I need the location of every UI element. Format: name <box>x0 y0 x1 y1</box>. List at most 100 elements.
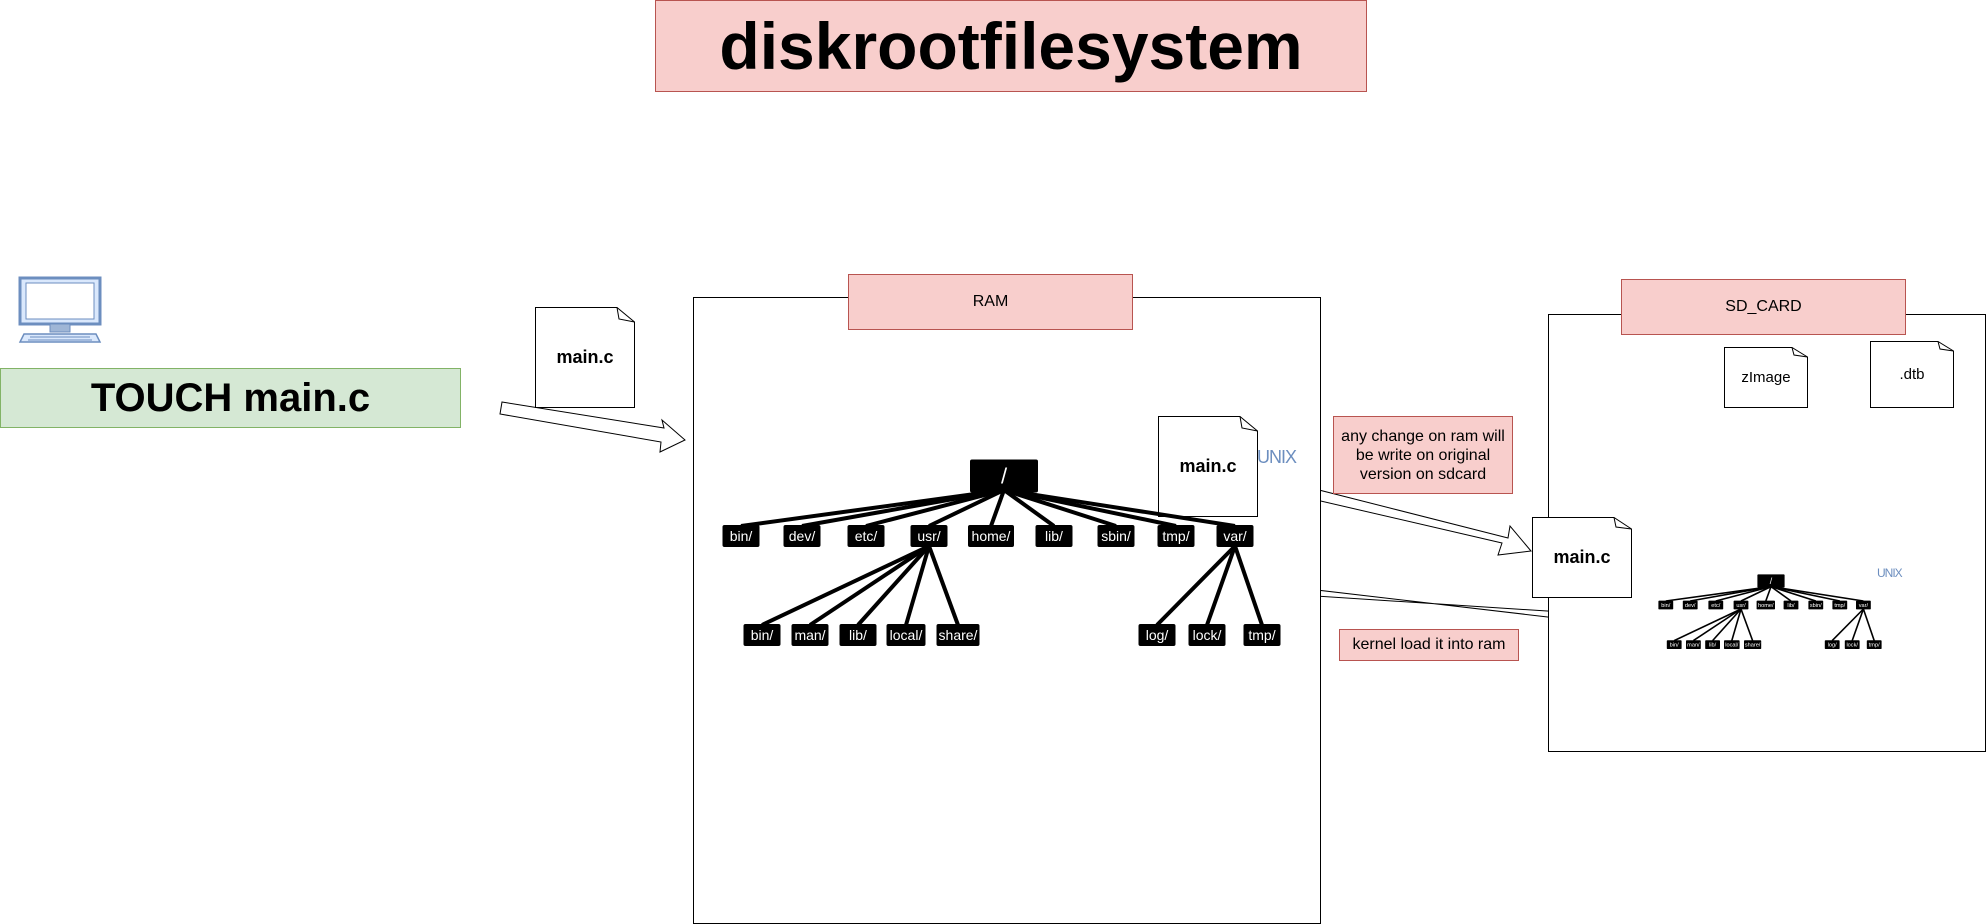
tree-edge <box>808 544 931 627</box>
svg-text:sbin/: sbin/ <box>1810 603 1822 609</box>
document-icon <box>1724 347 1808 408</box>
svg-text:bin/: bin/ <box>1661 603 1670 609</box>
tree-node-usr-share: share/ <box>1744 640 1762 649</box>
tree-node-var-tmp: tmp/ <box>1866 640 1882 649</box>
tree-node-tmp: tmp/ <box>1157 525 1195 547</box>
svg-text:bin/: bin/ <box>1670 643 1679 649</box>
svg-text:home/: home/ <box>972 528 1011 544</box>
tree-node-usr: usr/ <box>910 525 948 547</box>
zimage-document[interactable]: zImage <box>1724 347 1808 408</box>
tree-node-etc: etc/ <box>1708 600 1724 610</box>
tree-edge <box>761 544 930 627</box>
tree-edge <box>904 545 931 626</box>
svg-text:log/: log/ <box>1146 627 1169 643</box>
tree-node-sbin: sbin/ <box>1808 600 1824 610</box>
tree-node-var: var/ <box>1856 600 1871 610</box>
document-icon <box>1532 517 1632 598</box>
tree-node-var-log: log/ <box>1824 640 1840 649</box>
tree-node-var: var/ <box>1216 525 1254 547</box>
tree-node-home: home/ <box>1756 600 1775 610</box>
sdcard-file-document[interactable]: main.c <box>1532 517 1632 598</box>
note-kernel-load: kernel load it into ram <box>1339 629 1519 661</box>
tree-edge <box>928 488 1005 528</box>
tree-node-dev: dev/ <box>1682 600 1698 610</box>
tree-node-bin: bin/ <box>1658 600 1674 610</box>
dtb-document[interactable]: .dtb <box>1870 341 1954 408</box>
new-file-document[interactable]: main.c <box>535 307 635 408</box>
arrow-to-ram <box>499 401 686 453</box>
tree-edge <box>1003 488 1236 528</box>
svg-text:bin/: bin/ <box>751 627 774 643</box>
svg-text:/: / <box>1770 576 1773 586</box>
tree-node-usr-lib: lib/ <box>839 624 877 646</box>
tree-node-usr-man: man/ <box>791 624 829 646</box>
tree-node-usr-share: share/ <box>936 624 980 646</box>
tree-edge <box>927 545 960 626</box>
svg-text:sbin/: sbin/ <box>1101 528 1131 544</box>
tree-node-usr-man: man/ <box>1686 640 1701 649</box>
tree-edge <box>1205 545 1237 626</box>
svg-text:dev/: dev/ <box>1685 603 1696 609</box>
svg-text:var/: var/ <box>1859 603 1869 609</box>
computer-icon <box>18 276 102 343</box>
svg-text:/: / <box>1001 464 1008 489</box>
svg-text:share/: share/ <box>939 627 978 643</box>
dtb-label: .dtb <box>1899 366 1925 383</box>
tree-node-etc: etc/ <box>847 525 885 547</box>
svg-text:usr/: usr/ <box>917 528 940 544</box>
tree-edge <box>1673 608 1742 642</box>
tree-node-home: home/ <box>968 525 1014 547</box>
tree-edge <box>1002 488 1056 528</box>
svg-text:tmp/: tmp/ <box>1248 627 1275 643</box>
tree-edge <box>989 489 1006 527</box>
sdcard-file-label: main.c <box>1553 547 1611 567</box>
tree-node-usr-local: local/ <box>886 624 926 646</box>
svg-text:tmp/: tmp/ <box>1869 643 1880 649</box>
tree-edge <box>865 488 1005 528</box>
sdcard-label: SD_CARD <box>1621 279 1906 335</box>
tree-edge <box>1690 585 1772 602</box>
tree-edge <box>1851 608 1865 641</box>
svg-text:var/: var/ <box>1223 528 1246 544</box>
tree-node-dev: dev/ <box>783 525 821 547</box>
ram-file-document[interactable]: main.c <box>1158 416 1258 517</box>
tree-edge <box>1155 544 1237 627</box>
svg-text:man/: man/ <box>794 627 825 643</box>
tree-node-usr-bin: bin/ <box>743 624 781 646</box>
tree-edge <box>1740 608 1754 641</box>
zimage-label: zImage <box>1741 369 1791 386</box>
svg-text:lib/: lib/ <box>849 627 867 643</box>
tree-edge <box>1692 608 1742 642</box>
svg-text:lock/: lock/ <box>1193 627 1222 643</box>
note-change-sync: any change on ram will be write on origi… <box>1333 416 1513 494</box>
tree-edge <box>1731 608 1742 641</box>
tree-root-node: / <box>970 459 1038 493</box>
ram-label: RAM <box>848 274 1133 330</box>
svg-text:local/: local/ <box>1725 643 1739 649</box>
document-icon <box>1158 416 1258 517</box>
document-icon <box>1870 341 1954 408</box>
tree-edge <box>1712 608 1742 642</box>
tree-node-var-log: log/ <box>1138 624 1176 646</box>
tree-edge <box>1003 488 1117 528</box>
unix-logo-small: UNIX <box>1877 566 1903 580</box>
tree-edge <box>1770 585 1817 602</box>
tree-node-var-lock: lock/ <box>1844 640 1860 649</box>
svg-text:lib/: lib/ <box>1045 528 1063 544</box>
svg-text:lib/: lib/ <box>1787 603 1795 609</box>
tree-edge <box>1740 585 1772 602</box>
svg-text:tmp/: tmp/ <box>1834 603 1845 609</box>
tree-edge <box>1770 585 1864 602</box>
touch-command-label: TOUCH main.c <box>0 368 461 428</box>
tree-node-var-tmp: tmp/ <box>1243 624 1281 646</box>
svg-text:usr/: usr/ <box>1736 603 1746 609</box>
tree-node-usr-lib: lib/ <box>1705 640 1720 649</box>
svg-text:home/: home/ <box>1758 603 1774 609</box>
svg-text:lock/: lock/ <box>1846 643 1858 649</box>
tree-edge <box>1831 608 1864 642</box>
svg-text:etc/: etc/ <box>1711 603 1720 609</box>
unix-logo: UNIX <box>1257 447 1297 467</box>
svg-text:log/: log/ <box>1828 643 1837 649</box>
tree-node-sbin: sbin/ <box>1097 525 1135 547</box>
